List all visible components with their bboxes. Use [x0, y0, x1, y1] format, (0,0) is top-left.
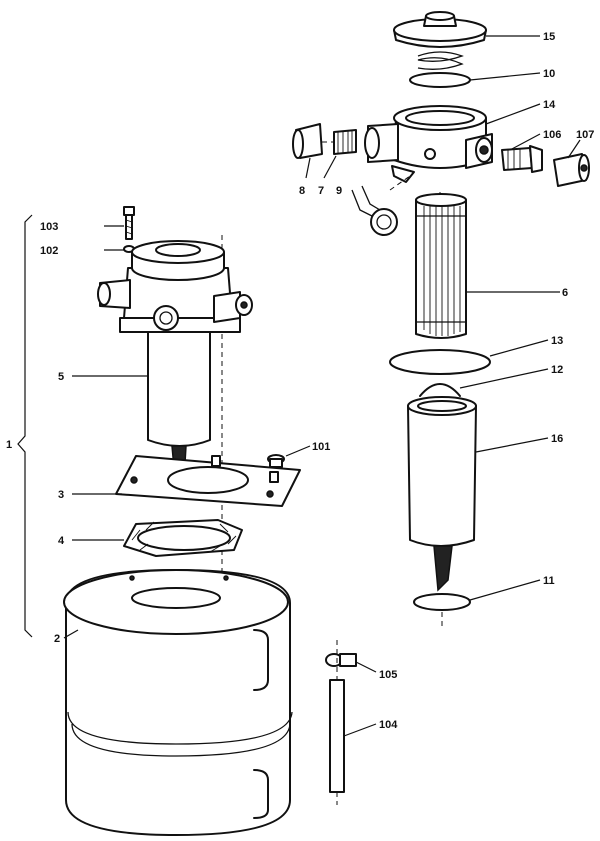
handle-12 [419, 383, 461, 397]
callout-2: 2 [54, 633, 60, 645]
callout-14: 14 [543, 99, 556, 111]
clamp-105 [325, 653, 357, 667]
housing-14 [364, 105, 493, 183]
callout-106: 106 [543, 129, 561, 141]
callout-5: 5 [58, 371, 64, 383]
bracket-assembly-1 [17, 214, 33, 638]
callout-107: 107 [576, 129, 594, 141]
mounting-plate-3 [115, 455, 301, 507]
callout-6: 6 [562, 287, 568, 299]
cap-8 [292, 123, 323, 159]
leader-lines [63, 35, 581, 737]
bolt-103 [123, 206, 135, 240]
callout-9: 9 [336, 185, 342, 197]
indicator-9 [351, 175, 411, 236]
bowl-16 [407, 396, 477, 592]
callout-4: 4 [58, 535, 65, 547]
callout-8: 8 [299, 185, 305, 197]
fitting-107 [553, 153, 590, 187]
gasket-4 [123, 519, 243, 557]
callout-102: 102 [40, 245, 58, 257]
callout-105: 105 [379, 669, 397, 681]
callout-7: 7 [318, 185, 324, 197]
spring [417, 51, 464, 70]
o-ring-13 [389, 349, 491, 375]
filter-element-6 [415, 193, 467, 339]
o-ring-10 [409, 72, 471, 88]
callout-104: 104 [379, 719, 398, 731]
filter-head-5 [97, 240, 253, 492]
callout-1: 1 [6, 439, 12, 451]
callout-101: 101 [312, 441, 330, 453]
callout-11: 11 [543, 575, 555, 587]
cover-15 [393, 11, 487, 48]
callout-12: 12 [551, 364, 563, 376]
nipple-7 [333, 129, 357, 155]
callout-15-top: 15 [543, 31, 555, 43]
o-ring-11 [413, 593, 471, 611]
callout-103: 103 [40, 221, 58, 233]
callout-13: 13 [551, 335, 563, 347]
callout-3: 3 [58, 489, 64, 501]
callout-16: 16 [551, 433, 563, 445]
plug-101 [267, 454, 285, 468]
tank-2 [63, 569, 293, 836]
callout-10: 10 [543, 68, 555, 80]
fitting-106 [501, 145, 543, 173]
